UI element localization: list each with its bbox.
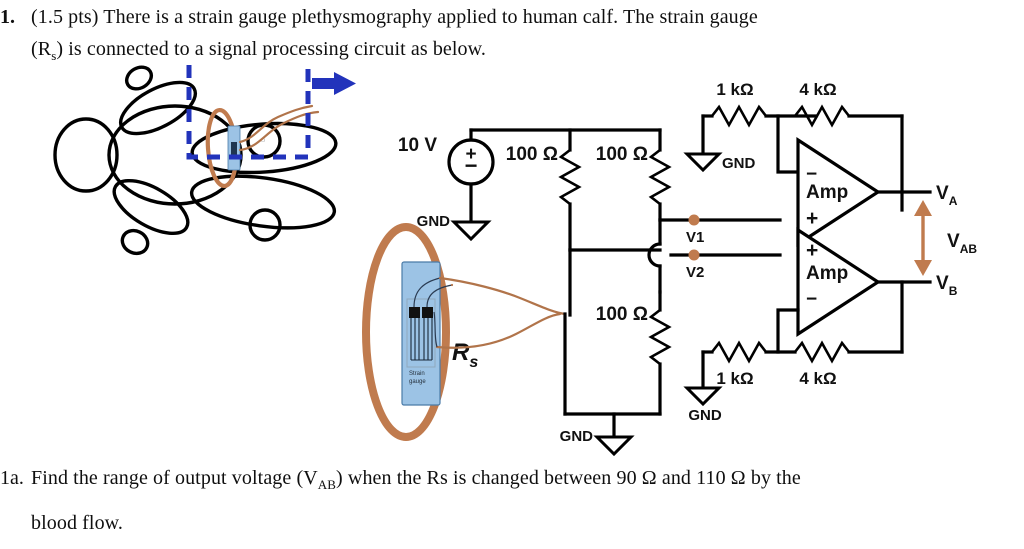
node-dot-v1 <box>688 214 700 226</box>
bridge-ground-symbol <box>593 435 635 457</box>
bottom-4k-zigzag <box>793 340 851 364</box>
vab-indicator: VAB <box>914 200 977 276</box>
top-1k-zigzag <box>710 104 768 128</box>
source-minus-sign: − <box>465 153 478 178</box>
bottom-4k-label: 4 kΩ <box>799 369 836 388</box>
bridge-ground-label: GND <box>560 428 594 445</box>
gauge-pad-lead-1 <box>413 277 441 308</box>
r-right-bottom-label: 100 Ω <box>596 304 648 325</box>
question-number: 1. <box>0 6 15 28</box>
sub-question-line-2: blood flow. <box>31 512 124 534</box>
gauge-to-bridge-wire-bottom <box>435 312 562 349</box>
bottom-amp-inverting-sign: − <box>806 289 817 310</box>
gauge-to-bridge-wire-top <box>438 276 567 316</box>
magnify-arrow-icon <box>312 72 356 95</box>
figure-head <box>53 117 119 193</box>
vab-arrow-head-down <box>914 260 932 276</box>
calf-gauge-core <box>231 142 237 156</box>
sub-question-line-1: Find the range of output voltage (VAB) w… <box>31 467 801 493</box>
r-right-top-zigzag <box>648 148 672 206</box>
sub-question-line-1-post: ) when the Rs is changed between 90 Ω an… <box>336 467 801 489</box>
magnified-gauge-assembly: Strain gauge Rs <box>362 223 478 441</box>
strain-gauge-housing <box>401 261 441 406</box>
figure-arm-lower <box>112 179 190 235</box>
vab-label: VAB <box>947 231 977 256</box>
figure-arm-upper <box>119 80 197 136</box>
limb-cuff-band <box>362 223 450 441</box>
top-amp-ground-label: GND <box>722 155 756 172</box>
top-amp-triangle[interactable] <box>796 137 881 247</box>
bottom-amp-triangle[interactable] <box>796 227 881 337</box>
figure-hand-lower <box>120 228 150 256</box>
gauge-lead-return <box>433 311 438 348</box>
top-amp-noninverting-sign: + <box>806 207 818 230</box>
question-line-2-post: ) is connected to a signal processing ci… <box>56 38 487 60</box>
r-right-bottom-zigzag <box>648 308 672 366</box>
sub-question-line-1-pre: Find the range of output voltage (V <box>31 467 318 489</box>
bottom-amplifier-stage: + Amp − VB 1 kΩ GND 4 kΩ <box>683 227 958 424</box>
bottom-1k-label: 1 kΩ <box>716 369 753 388</box>
source-ground-label: GND <box>417 213 451 230</box>
gauge-grid-lines <box>410 318 433 361</box>
node-label-v2: V2 <box>686 264 704 281</box>
top-amplifier-stage: 1 kΩ GND 4 kΩ − Amp + VA <box>683 80 958 247</box>
top-1k-label: 1 kΩ <box>716 80 753 99</box>
va-output-label: VA <box>936 183 958 208</box>
gauge-caption-line-1: Strain <box>409 371 425 377</box>
source-ground-symbol <box>450 220 492 242</box>
bridge-network: + − 10 V GND 100 Ω 100 Ω <box>398 128 782 457</box>
gauge-pad-left <box>409 307 420 318</box>
r-left-top-label: 100 Ω <box>506 144 558 165</box>
top-inverting-node-wire <box>776 114 800 174</box>
human-figure <box>53 65 338 256</box>
rs-symbol: Rs <box>452 339 478 371</box>
r-right-top-label: 100 Ω <box>596 144 648 165</box>
wire-hop <box>647 242 662 268</box>
gauge-pad-lead-2 <box>426 284 453 308</box>
top-4k-zigzag <box>793 104 851 128</box>
top-4k-label: 4 kΩ <box>799 80 836 99</box>
top-amp-inverting-sign: − <box>806 164 817 185</box>
top-amp-ground-symbol <box>683 152 723 173</box>
top-amp-body-label: Amp <box>806 182 848 203</box>
bottom-amp-ground-label: GND <box>688 407 722 424</box>
bottom-1k-zigzag <box>710 340 768 364</box>
circuit-figure: Strain gauge Rs + − 10 V <box>53 62 977 457</box>
calf-gauge-lead-1 <box>238 104 314 144</box>
gauge-caption-line-2: gauge <box>409 379 426 385</box>
r-left-top-zigzag <box>558 148 582 206</box>
bottom-amp-body-label: Amp <box>806 263 848 284</box>
figure-leg-lower <box>189 174 337 230</box>
figure-hand-upper <box>124 65 154 91</box>
bottom-inverting-node-wire <box>776 308 800 354</box>
source-plus-sign: + <box>465 144 476 165</box>
vab-arrow-head-up <box>914 200 932 216</box>
question-line-2: (Rs) is connected to a signal processing… <box>31 38 486 64</box>
question-line-2-sub: s <box>51 48 57 63</box>
sub-question-line-1-sub: AB <box>317 477 337 492</box>
calf-cuff-assembly <box>205 104 320 189</box>
source-voltage-label: 10 V <box>398 135 437 156</box>
bottom-amp-ground-symbol <box>683 386 723 407</box>
vb-output-label: VB <box>936 273 958 298</box>
question-line-2-pre: (R <box>31 38 52 60</box>
figure-foot-lower <box>248 208 282 242</box>
sub-question-number: 1a. <box>0 467 24 489</box>
bottom-amp-noninverting-sign: + <box>806 239 818 262</box>
node-label-v1: V1 <box>686 229 704 246</box>
node-dot-v2 <box>688 249 700 261</box>
question-line-1: (1.5 pts) There is a strain gauge plethy… <box>31 6 758 28</box>
gauge-pad-right <box>422 307 433 318</box>
